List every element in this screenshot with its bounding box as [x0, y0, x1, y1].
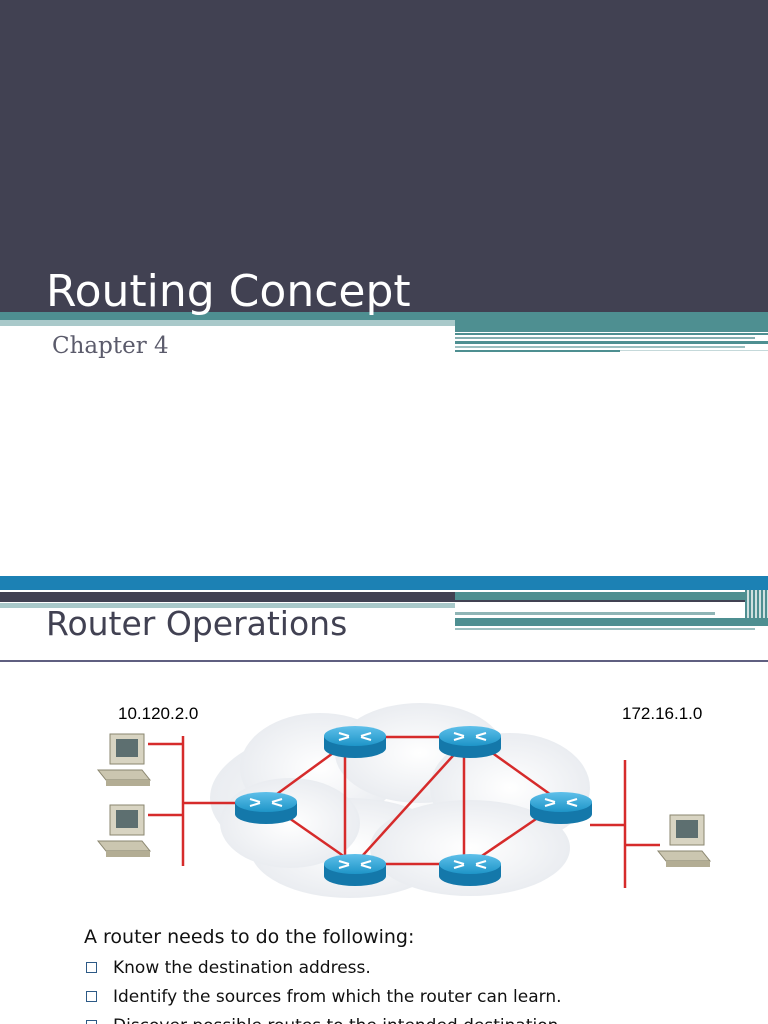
- network-diagram: 10.120.2.0 172.16.1.0: [96, 703, 712, 898]
- teal-stripe: [455, 592, 768, 600]
- teal-stripe: [0, 312, 768, 320]
- checkbox-bullet-icon: [86, 962, 97, 973]
- list-item: Discover possible routes to the intended…: [84, 1015, 564, 1024]
- content-slide: Router Operations 10.120.2.0 172.16.1: [0, 576, 768, 1024]
- thin-line: [455, 341, 768, 344]
- router-icon: [324, 726, 386, 758]
- checkbox-bullet-icon: [86, 1020, 97, 1024]
- slide-subtitle: Chapter 4: [52, 333, 169, 359]
- checkbox-bullet-icon: [86, 991, 97, 1002]
- slide-title: Routing Concept: [46, 266, 411, 317]
- router-icon: [530, 792, 592, 824]
- computer-icon: [96, 804, 152, 857]
- thin-line: [455, 333, 768, 335]
- bullet-list: Know the destination address. Identify t…: [84, 957, 564, 1024]
- title-rule: [0, 660, 768, 662]
- thin-line: [455, 337, 755, 339]
- thin-line: [455, 346, 745, 348]
- thin-line: [455, 628, 755, 630]
- light-teal-stripe: [0, 320, 455, 326]
- right-network-label: 172.16.1.0: [622, 704, 702, 723]
- list-item-text: Know the destination address.: [113, 958, 371, 978]
- thin-line: [455, 612, 715, 615]
- dark-bar: [0, 592, 768, 602]
- router-icon: [324, 854, 386, 886]
- computer-icon: [656, 814, 712, 867]
- thin-line: [455, 350, 620, 352]
- light-teal-stripe: [0, 603, 455, 608]
- teal-stripe: [455, 618, 768, 626]
- computer-icon: [96, 733, 152, 786]
- title-band: [0, 0, 768, 312]
- thin-line: [620, 350, 768, 351]
- slide-title: Router Operations: [46, 604, 348, 643]
- list-item: Identify the sources from which the rout…: [84, 986, 564, 1015]
- list-heading: A router needs to do the following:: [84, 926, 415, 948]
- vertical-stripes: [745, 590, 768, 624]
- list-item: Know the destination address.: [84, 957, 564, 986]
- list-item-text: Identify the sources from which the rout…: [113, 987, 562, 1007]
- blue-top-bar: [0, 576, 768, 590]
- title-slide: Routing Concept Chapter 4: [0, 0, 768, 359]
- teal-stripe-right: [455, 320, 768, 332]
- router-icon: [439, 854, 501, 886]
- left-network-label: 10.120.2.0: [118, 704, 198, 723]
- router-icon: [439, 726, 501, 758]
- list-item-text: Discover possible routes to the intended…: [113, 1016, 564, 1024]
- router-icon: [235, 792, 297, 824]
